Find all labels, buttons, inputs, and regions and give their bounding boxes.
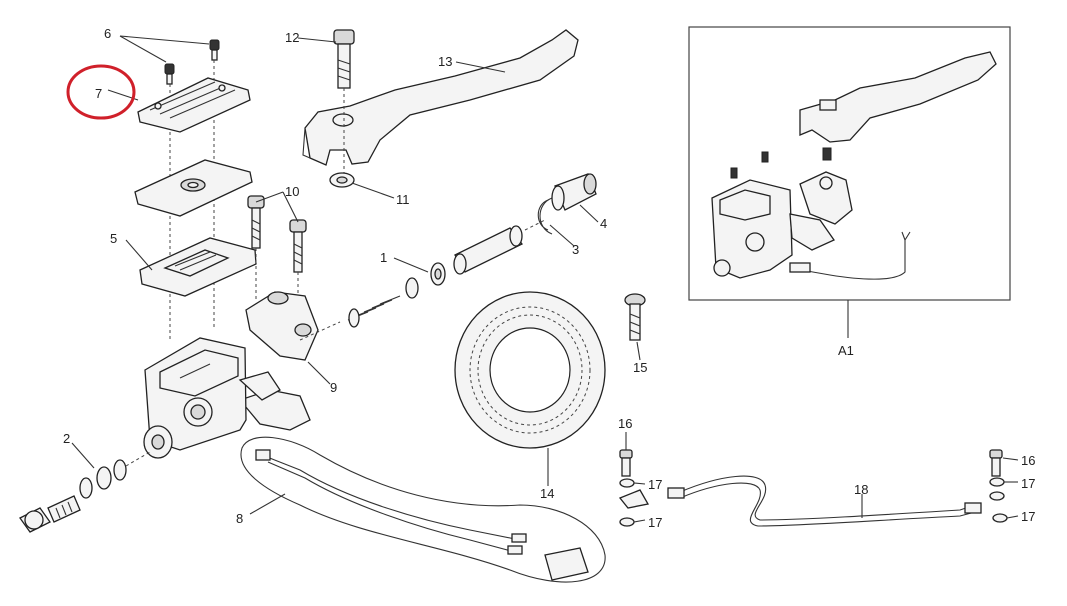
master-cylinder-body: [143, 337, 281, 459]
inset-screws: [730, 147, 832, 179]
label-part-13: 13: [438, 54, 452, 69]
label-part-4: 4: [600, 216, 607, 231]
part-13-brake-lever: [302, 29, 579, 166]
inset-assembly-a1: [688, 26, 1011, 301]
leader-lines: [71, 35, 1019, 523]
part-18-brake-hose: [667, 475, 982, 527]
label-part-17-right-top: 17: [1021, 476, 1035, 491]
part-9-clamp: [238, 291, 319, 431]
part-4-dust-boot: [551, 173, 597, 211]
part-3-circlip: [537, 197, 553, 235]
part-1-piston-assembly: [299, 219, 546, 341]
part-14-brake-disc: [454, 291, 606, 449]
label-part-8: 8: [236, 511, 243, 526]
label-part-10: 10: [285, 184, 299, 199]
highlight-circle: [66, 64, 136, 120]
label-part-7: 7: [95, 86, 102, 101]
label-part-6: 6: [104, 26, 111, 41]
part-8-brake-switch-wire: [240, 436, 606, 583]
part-11-nut: [329, 172, 355, 188]
part-7-reservoir-cap: [137, 77, 251, 133]
label-part-5: 5: [110, 231, 117, 246]
label-part-15: 15: [633, 360, 647, 375]
label-part-3: 3: [572, 242, 579, 257]
part-12-pivot-bolt: [333, 29, 355, 175]
part-2-banjo-fitting: [19, 451, 151, 533]
part-16-banjo-bolts: [619, 449, 1003, 477]
label-part-16-right: 16: [1021, 453, 1035, 468]
label-part-1: 1: [380, 250, 387, 265]
label-part-11: 11: [396, 192, 410, 207]
label-part-2: 2: [63, 431, 70, 446]
part-5-gasket: [139, 237, 257, 297]
label-a1: A1: [838, 343, 854, 358]
label-part-14: 14: [540, 486, 554, 501]
label-part-16-left: 16: [618, 416, 632, 431]
label-part-17-left-top: 17: [648, 477, 662, 492]
callout-labels: 6 7 12 13 11 10 4 3 1 5 9 2 8 14 15 16 1…: [63, 26, 1035, 530]
label-part-17-left-bottom: 17: [648, 515, 662, 530]
part-10-bolts: [247, 195, 307, 325]
part-15-disc-bolt: [624, 293, 646, 341]
label-part-17-right-bottom: 17: [1021, 509, 1035, 524]
label-part-18: 18: [854, 482, 868, 497]
part-17-washers: [618, 477, 1008, 527]
diaphragm-plate: [134, 159, 253, 217]
label-part-12: 12: [285, 30, 299, 45]
label-part-9: 9: [330, 380, 337, 395]
